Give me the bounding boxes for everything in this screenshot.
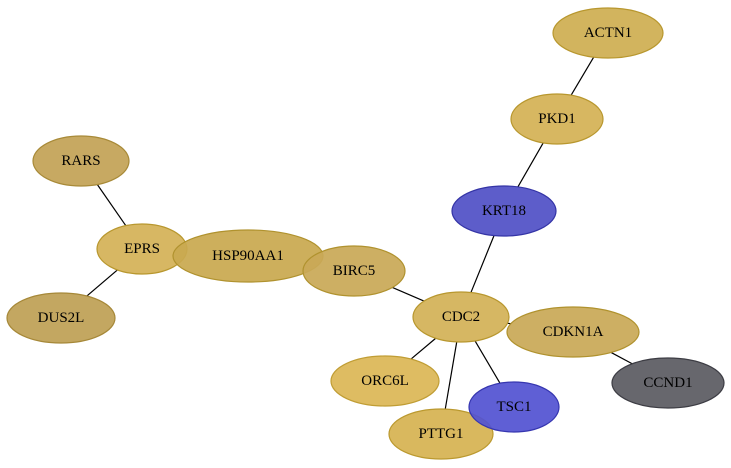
node-cdkn1a[interactable]: CDKN1A [506,306,640,358]
node-tsc1[interactable]: TSC1 [468,381,560,433]
node-shape-cdkn1a[interactable] [506,306,640,358]
node-shape-tsc1[interactable] [468,381,560,433]
node-shape-rars[interactable] [32,135,130,187]
edge-rars-eprs [96,184,127,227]
node-ccnd1[interactable]: CCND1 [611,357,725,409]
node-cdc2[interactable]: CDC2 [412,291,510,343]
node-label-rars: RARS [61,153,100,169]
node-label-eprs: EPRS [124,241,160,257]
node-label-ccnd1: CCND1 [643,375,692,391]
node-shape-birc5[interactable] [302,245,406,297]
node-label-pttg1: PTTG1 [419,426,464,442]
edge-eprs-dus2l [86,269,118,297]
node-orc6l[interactable]: ORC6L [330,355,440,407]
node-shape-pttg1[interactable] [388,408,494,460]
node-label-dus2l: DUS2L [38,310,85,326]
node-label-krt18: KRT18 [482,203,526,219]
node-label-birc5: BIRC5 [333,263,376,279]
edge-birc5-cdc2 [392,286,425,302]
node-hsp90aa1[interactable]: HSP90AA1 [172,229,324,283]
node-eprs[interactable]: EPRS [96,223,188,275]
edge-krt18-cdc2 [470,235,495,293]
node-pttg1[interactable]: PTTG1 [388,408,494,460]
edge-cdc2-pttg1 [444,341,458,410]
node-label-orc6l: ORC6L [361,373,409,389]
node-shape-cdc2[interactable] [412,291,510,343]
node-label-hsp90aa1: HSP90AA1 [212,248,284,264]
node-shape-orc6l[interactable] [330,355,440,407]
node-shape-dus2l[interactable] [6,292,116,344]
node-label-actn1: ACTN1 [584,25,632,41]
node-label-pkd1: PKD1 [538,111,576,127]
node-shape-actn1[interactable] [552,7,664,59]
edge-cdkn1a-ccnd1 [610,351,633,365]
node-krt18[interactable]: KRT18 [451,185,557,237]
node-label-cdc2: CDC2 [442,309,480,325]
node-label-tsc1: TSC1 [496,399,531,415]
node-actn1[interactable]: ACTN1 [552,7,664,59]
edge-cdc2-tsc1 [474,340,501,384]
node-birc5[interactable]: BIRC5 [302,245,406,297]
node-shape-pkd1[interactable] [510,93,604,145]
edge-layer [86,56,633,410]
edge-actn1-pkd1 [570,56,595,96]
edge-cdc2-orc6l [410,337,437,360]
node-pkd1[interactable]: PKD1 [510,93,604,145]
node-shape-krt18[interactable] [451,185,557,237]
node-shape-ccnd1[interactable] [611,357,725,409]
node-dus2l[interactable]: DUS2L [6,292,116,344]
node-rars[interactable]: RARS [32,135,130,187]
edge-pkd1-krt18 [517,142,544,188]
node-label-cdkn1a: CDKN1A [543,324,604,340]
